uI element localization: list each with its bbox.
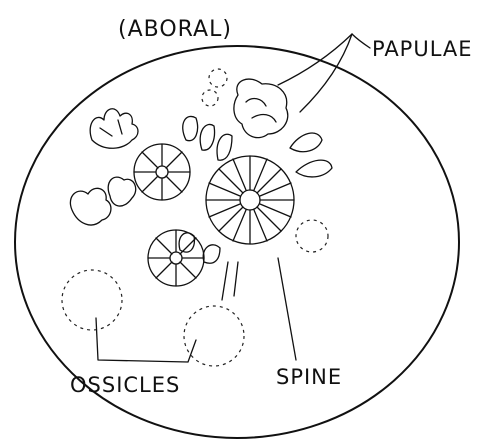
papulae-leader-line-2 [300,34,352,112]
spine-label: SPINE [276,365,342,389]
papulae-label: PAPULAE [372,37,473,61]
ossicle-side [296,220,328,252]
rosette-small-bottom [148,230,204,286]
rosette-small-top [134,144,190,200]
ossicles-label: OSSICLES [70,373,180,397]
spine-leader-line [278,258,296,360]
rosette-large [206,156,294,244]
papulae-cluster [202,69,288,138]
ossicles-leader-line [96,318,196,362]
ossicle-left [62,270,122,330]
view-label: (ABORAL) [118,17,232,42]
ossicle-right [184,306,244,366]
